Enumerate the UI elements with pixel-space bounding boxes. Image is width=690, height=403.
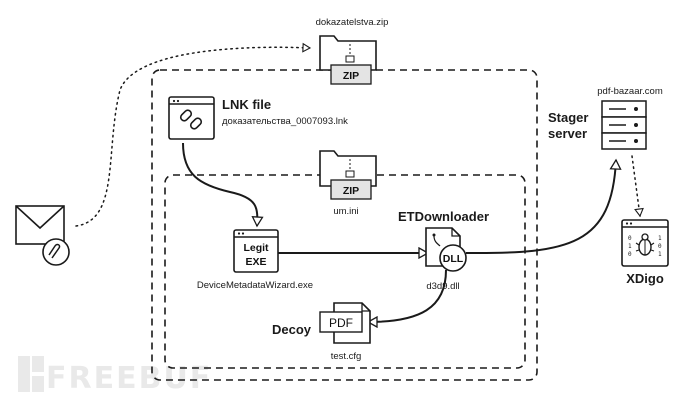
pdf-badge: PDF xyxy=(329,316,353,330)
inner-zip-label: um.ini xyxy=(333,206,358,217)
stager-to-xdigo-connector xyxy=(631,155,644,218)
outer-zip-badge: ZIP xyxy=(343,70,359,82)
email-attachment-icon xyxy=(15,205,70,266)
xdigo-node: 0 1 0 1 0 1 XDigo xyxy=(621,219,669,286)
svg-text:1: 1 xyxy=(658,251,662,258)
stager-server-node: pdf-bazaar.com Stager server xyxy=(548,86,663,150)
bug-binary-icon: 0 1 0 1 0 1 xyxy=(621,219,669,267)
outer-zip-archive: dokazatelstva.zip ZIP xyxy=(316,17,389,85)
decoy-title: Decoy xyxy=(272,322,312,337)
decoy-label: test.cfg xyxy=(331,351,362,362)
svg-text:1: 1 xyxy=(658,235,662,242)
dll-label: d3d9.dll xyxy=(426,281,459,292)
decoy-node: Decoy PDF test.cfg xyxy=(272,302,371,362)
stager-title-line2: server xyxy=(548,126,587,141)
exe-line2: EXE xyxy=(245,256,266,268)
watermark: FREEBUF xyxy=(18,356,212,396)
etdownloader-node: ETDownloader DLL d3d9.dll xyxy=(398,209,489,292)
dll-badge: DLL xyxy=(443,253,464,265)
stager-domain: pdf-bazaar.com xyxy=(597,86,663,97)
stager-title-line1: Stager xyxy=(548,110,588,125)
svg-text:0: 0 xyxy=(658,243,662,250)
server-stack-icon xyxy=(601,100,647,150)
xdigo-title: XDigo xyxy=(626,271,664,286)
lnk-chain-link-icon xyxy=(168,96,215,140)
lnk-title: LNK file xyxy=(222,97,271,112)
etdownloader-title: ETDownloader xyxy=(398,209,489,224)
svg-text:1: 1 xyxy=(628,243,632,250)
outer-zip-label: dokazatelstva.zip xyxy=(316,17,389,28)
zip-folder-icon: ZIP xyxy=(319,150,377,200)
inner-zip-badge: ZIP xyxy=(343,185,359,197)
legit-exe-node: Legit EXE DeviceMetadataWizard.exe xyxy=(197,229,313,291)
dll-bomb-file-icon: DLL xyxy=(425,227,467,272)
legit-exe-icon: Legit EXE xyxy=(233,229,279,273)
exe-line1: Legit xyxy=(243,242,269,254)
svg-text:0: 0 xyxy=(628,251,632,258)
pdf-document-icon: PDF xyxy=(319,302,371,344)
lnk-filename: доказательства_0007093.lnk xyxy=(222,116,348,127)
exe-label: DeviceMetadataWizard.exe xyxy=(197,280,313,291)
svg-text:0: 0 xyxy=(628,235,632,242)
dll-to-decoy-arrow xyxy=(368,269,447,322)
inner-zip-archive: ZIP um.ini xyxy=(319,150,377,217)
lnk-file-node: LNK file доказательства_0007093.lnk xyxy=(168,96,348,140)
lnk-to-exe-arrow xyxy=(182,142,257,226)
dll-to-stager-arrow xyxy=(465,160,616,255)
watermark-text: FREEBUF xyxy=(46,361,212,396)
zip-folder-icon: ZIP xyxy=(319,35,377,85)
